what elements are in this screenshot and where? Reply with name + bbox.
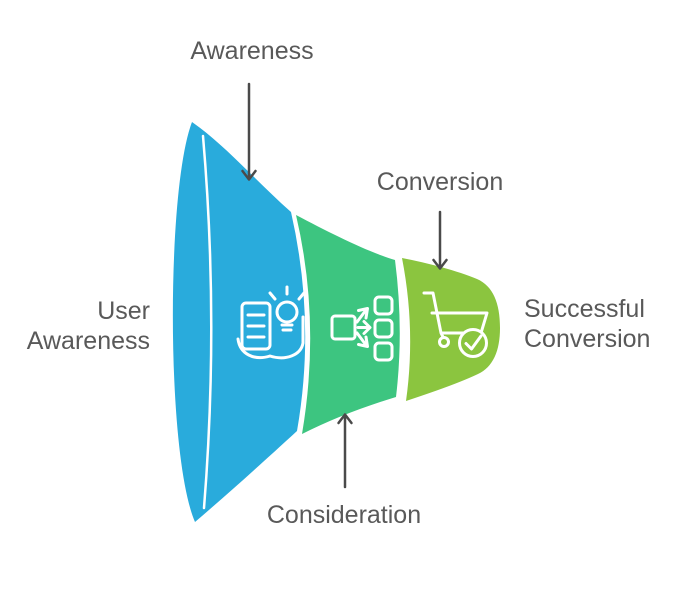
conversion-stage-label: Conversion (376, 168, 504, 196)
source-node (330, 314, 357, 341)
funnel-output-label: Successful Conversion (524, 295, 651, 353)
awareness-stage-label: Awareness (190, 37, 314, 65)
book-page (240, 301, 272, 351)
book-page-lines (246, 313, 266, 339)
branch-arrow-down (355, 331, 369, 348)
shopping-cart-check-icon (422, 291, 489, 358)
branch-arrow-up (355, 307, 369, 324)
lightbulb-globe (275, 300, 299, 324)
target-node-top (373, 295, 394, 316)
book-open-base (236, 315, 305, 360)
annotation-arrows (241, 82, 448, 489)
funnel-stage-conversion (402, 258, 500, 401)
consideration-stage-label: Consideration (266, 501, 422, 529)
check-circle (458, 328, 488, 358)
cart-wheel (438, 336, 450, 348)
target-node-bottom (373, 341, 394, 362)
conversion-arrow-down (432, 210, 448, 270)
lightbulb-base (280, 323, 294, 332)
target-node-middle (373, 318, 394, 339)
consideration-arrow-up (337, 413, 353, 489)
lightbulb-rays (268, 285, 306, 301)
funnel-input-label: User Awareness (26, 297, 150, 355)
funnel-stage-awareness (172, 122, 306, 522)
open-book-lightbulb-icon (236, 285, 306, 360)
awareness-arrow-down (241, 82, 257, 181)
branch-arrow-right (356, 320, 372, 335)
bell-rim-highlight (201, 134, 213, 510)
check-mark (464, 334, 483, 351)
funnel-stage-consideration (296, 215, 400, 434)
share-branch-icon (330, 295, 394, 362)
